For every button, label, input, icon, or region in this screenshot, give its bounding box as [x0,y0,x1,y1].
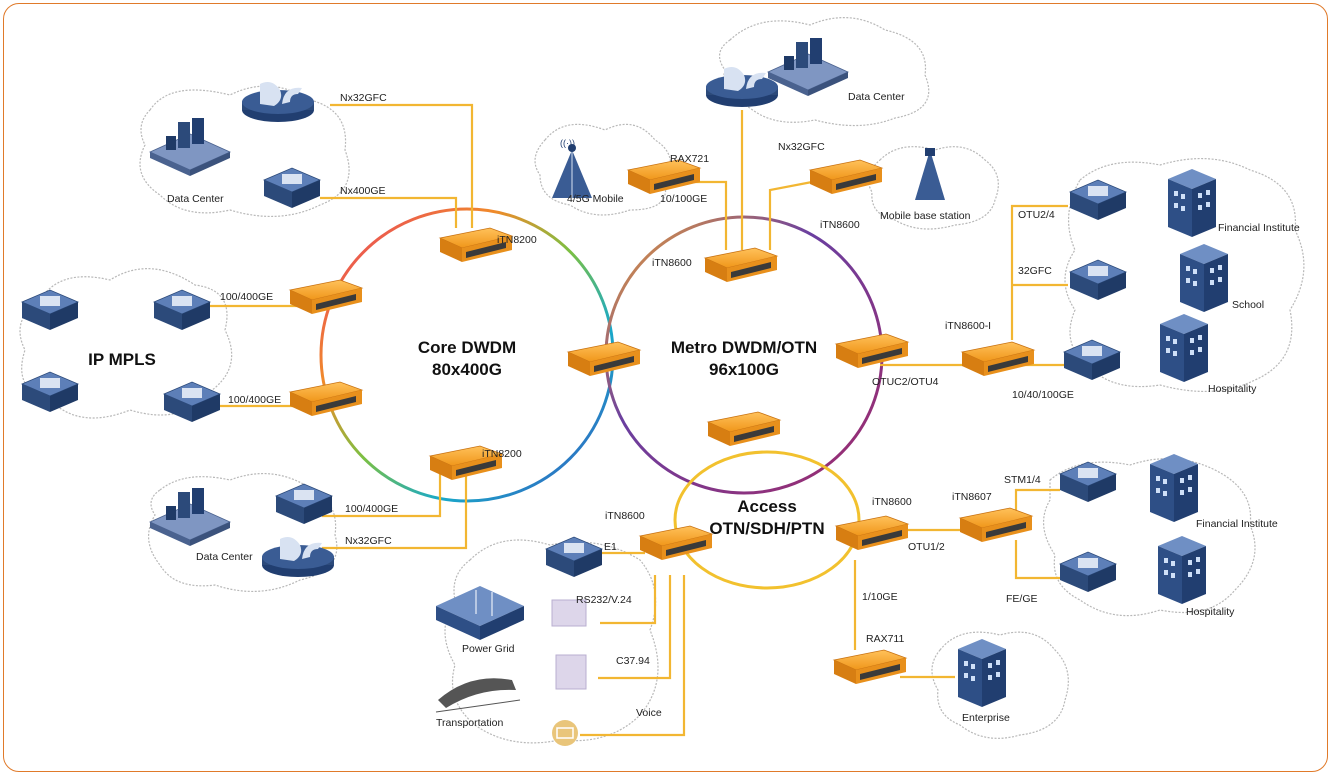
itn8600-metro-label: iTN8600 [652,257,692,269]
itn8607-device [959,507,1033,543]
itn8600i-label: iTN8600-I [945,320,991,332]
school-label: School [1232,299,1264,311]
hospitality-building-top [1160,314,1208,382]
mobile-45g-label: 4/5G Mobile [567,193,624,205]
enterprise-label: Enterprise [962,712,1010,724]
links [195,103,1068,737]
nx32gfc-top-label: Nx32GFC [340,92,387,104]
ge400-top-label: 100/400GE [220,291,273,303]
itn8600-access-right-device [835,515,909,551]
financial-institute-building-bottom [1150,454,1198,522]
itn8600-access-left-label: iTN8600 [605,510,645,522]
e1-label: E1 [604,541,617,553]
rs232-device-icon [551,599,587,627]
fege-label: FE/GE [1006,593,1038,605]
ip-mpls-label: IP MPLS [88,350,156,369]
mobile-tower-icon: ((·)) [552,138,592,198]
access-ring-capacity: OTN/SDH/PTN [709,519,824,538]
cloud-industry [444,539,659,744]
svg-text:((·)): ((·)) [560,138,575,148]
core-ring-title: Core DWDM [418,338,516,357]
itn8607-label: iTN8607 [952,491,992,503]
stm14-label: STM1/4 [1004,474,1041,486]
itn8600-access-right-label: iTN8600 [872,496,912,508]
itn8600i-device [961,341,1035,377]
financial-institute-top-label: Financial Institute [1218,222,1300,234]
datacenter-top-left-label: Data Center [167,193,224,205]
ge400-dc-label: 100/400GE [345,503,398,515]
core-metro-junction-device [567,341,641,377]
itn8600-mobile-label: iTN8600 [820,219,860,231]
ge400-bottom-label: 100/400GE [228,394,281,406]
hospitality-top-label: Hospitality [1208,383,1257,395]
access-ring [673,450,861,590]
gfc32-label: 32GFC [1018,265,1052,277]
c3794-device-icon [555,654,587,690]
financial-institute-bottom-label: Financial Institute [1196,518,1278,530]
power-grid-label: Power Grid [462,643,515,655]
enterprise-building [958,639,1006,707]
core-device-left-top [289,279,363,315]
hospitality-building-bottom [1158,536,1206,604]
datacenter-bottom-left-label: Data Center [196,551,253,563]
datacenter-top-center-label: Data Center [848,91,905,103]
otu24-label: OTU2/4 [1018,209,1055,221]
metro-device-right [835,333,909,369]
rs232-label: RS232/V.24 [576,594,632,606]
transportation-icon [435,678,521,713]
ge10-40-100-label: 10/40/100GE [1012,389,1074,401]
rax721-label: RAX721 [670,153,709,165]
voice-device-icon [552,720,578,746]
itn8200-top-label: iTN8200 [497,234,537,246]
itn8600-access-left-device [639,525,713,561]
hospitality-bottom-label: Hospitality [1186,606,1235,618]
nx400ge-label: Nx400GE [340,185,386,197]
itn8600-metro-device [704,247,778,283]
access-ring-title: Access [737,497,797,516]
metro-access-junction-device [707,411,781,447]
ge1-10-label: 1/10GE [862,591,898,603]
rax711-label: RAX711 [866,633,904,645]
otu12-label: OTU1/2 [908,541,945,553]
transportation-label: Transportation [436,717,503,729]
voice-label: Voice [636,707,662,719]
core-ring-capacity: 80x400G [432,360,502,379]
metro-ring-capacity: 96x100G [709,360,779,379]
power-grid-icon [436,586,524,640]
financial-institute-building-top [1168,169,1216,237]
base-station-icon [915,148,945,200]
core-device-left-bottom [289,381,363,417]
nx32gfc-bottom-label: Nx32GFC [345,535,392,547]
otuc2-label: OTUC2/OTU4 [872,376,939,388]
itn8200-bottom-label: iTN8200 [482,448,522,460]
rax711-device [833,649,907,685]
school-building [1180,244,1228,312]
nx32gfc-center-label: Nx32GFC [778,141,825,153]
ge10-100-label: 10/100GE [660,193,707,205]
mobile-base-station-label: Mobile base station [880,210,971,222]
c3794-label: C37.94 [616,655,650,667]
diagram-frame [3,3,1328,772]
metro-ring-title: Metro DWDM/OTN [671,338,817,357]
